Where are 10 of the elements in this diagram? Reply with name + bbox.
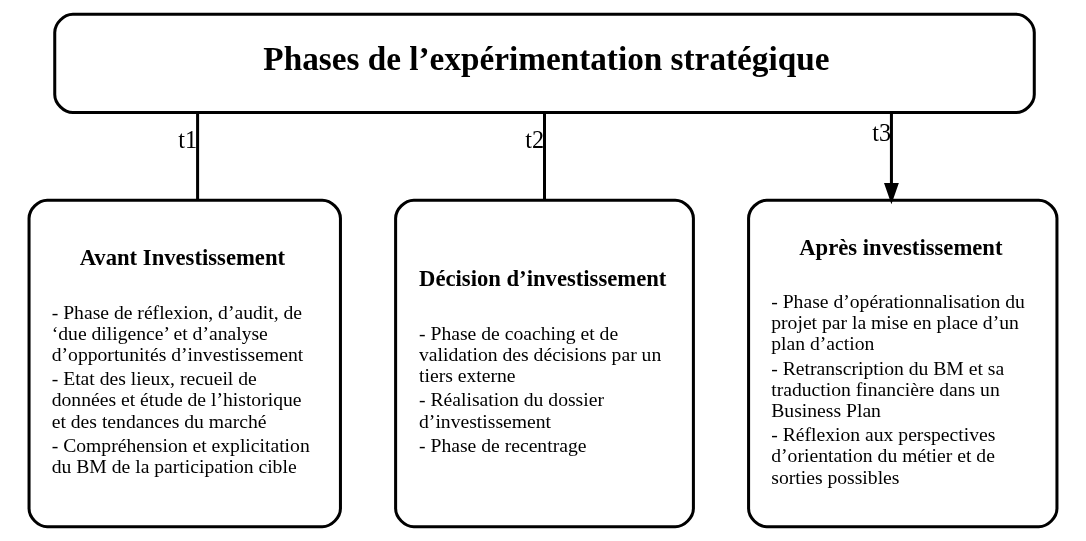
node-box: Décision d’investissement - Phase de coaching et de validation des décisions par un tiers externe - Réalisation du dossier d’investissement - Phase de recentrage [394,198,695,529]
connector [543,112,546,200]
connector [196,112,200,200]
node-box: Avant Investissement - Phase de réflexion, d’audit, de ‘due diligence’ et d’analyse d’opportunités d’investissement - Etat des lieux, recueil de données et étude de l’historique et des tendances du marché - Compréhension et explicitation du BM de la participation cible [27,198,342,529]
edge-label: t1 [178,126,198,154]
node-box: Phases de l’expérimentation stratégique [53,12,1036,115]
edge-label: t3 [872,118,892,146]
edge-label: t2 [525,126,545,154]
arrow [884,112,899,205]
node-box: Après investissement - Phase d’opérationnalisation du projet par la mise en place d’un plan d’action - Retranscription du BM et sa traduction financière dans un Business Plan - Réflexion aux perspectives d’orientation du métier et de sorties possibles [747,198,1059,529]
